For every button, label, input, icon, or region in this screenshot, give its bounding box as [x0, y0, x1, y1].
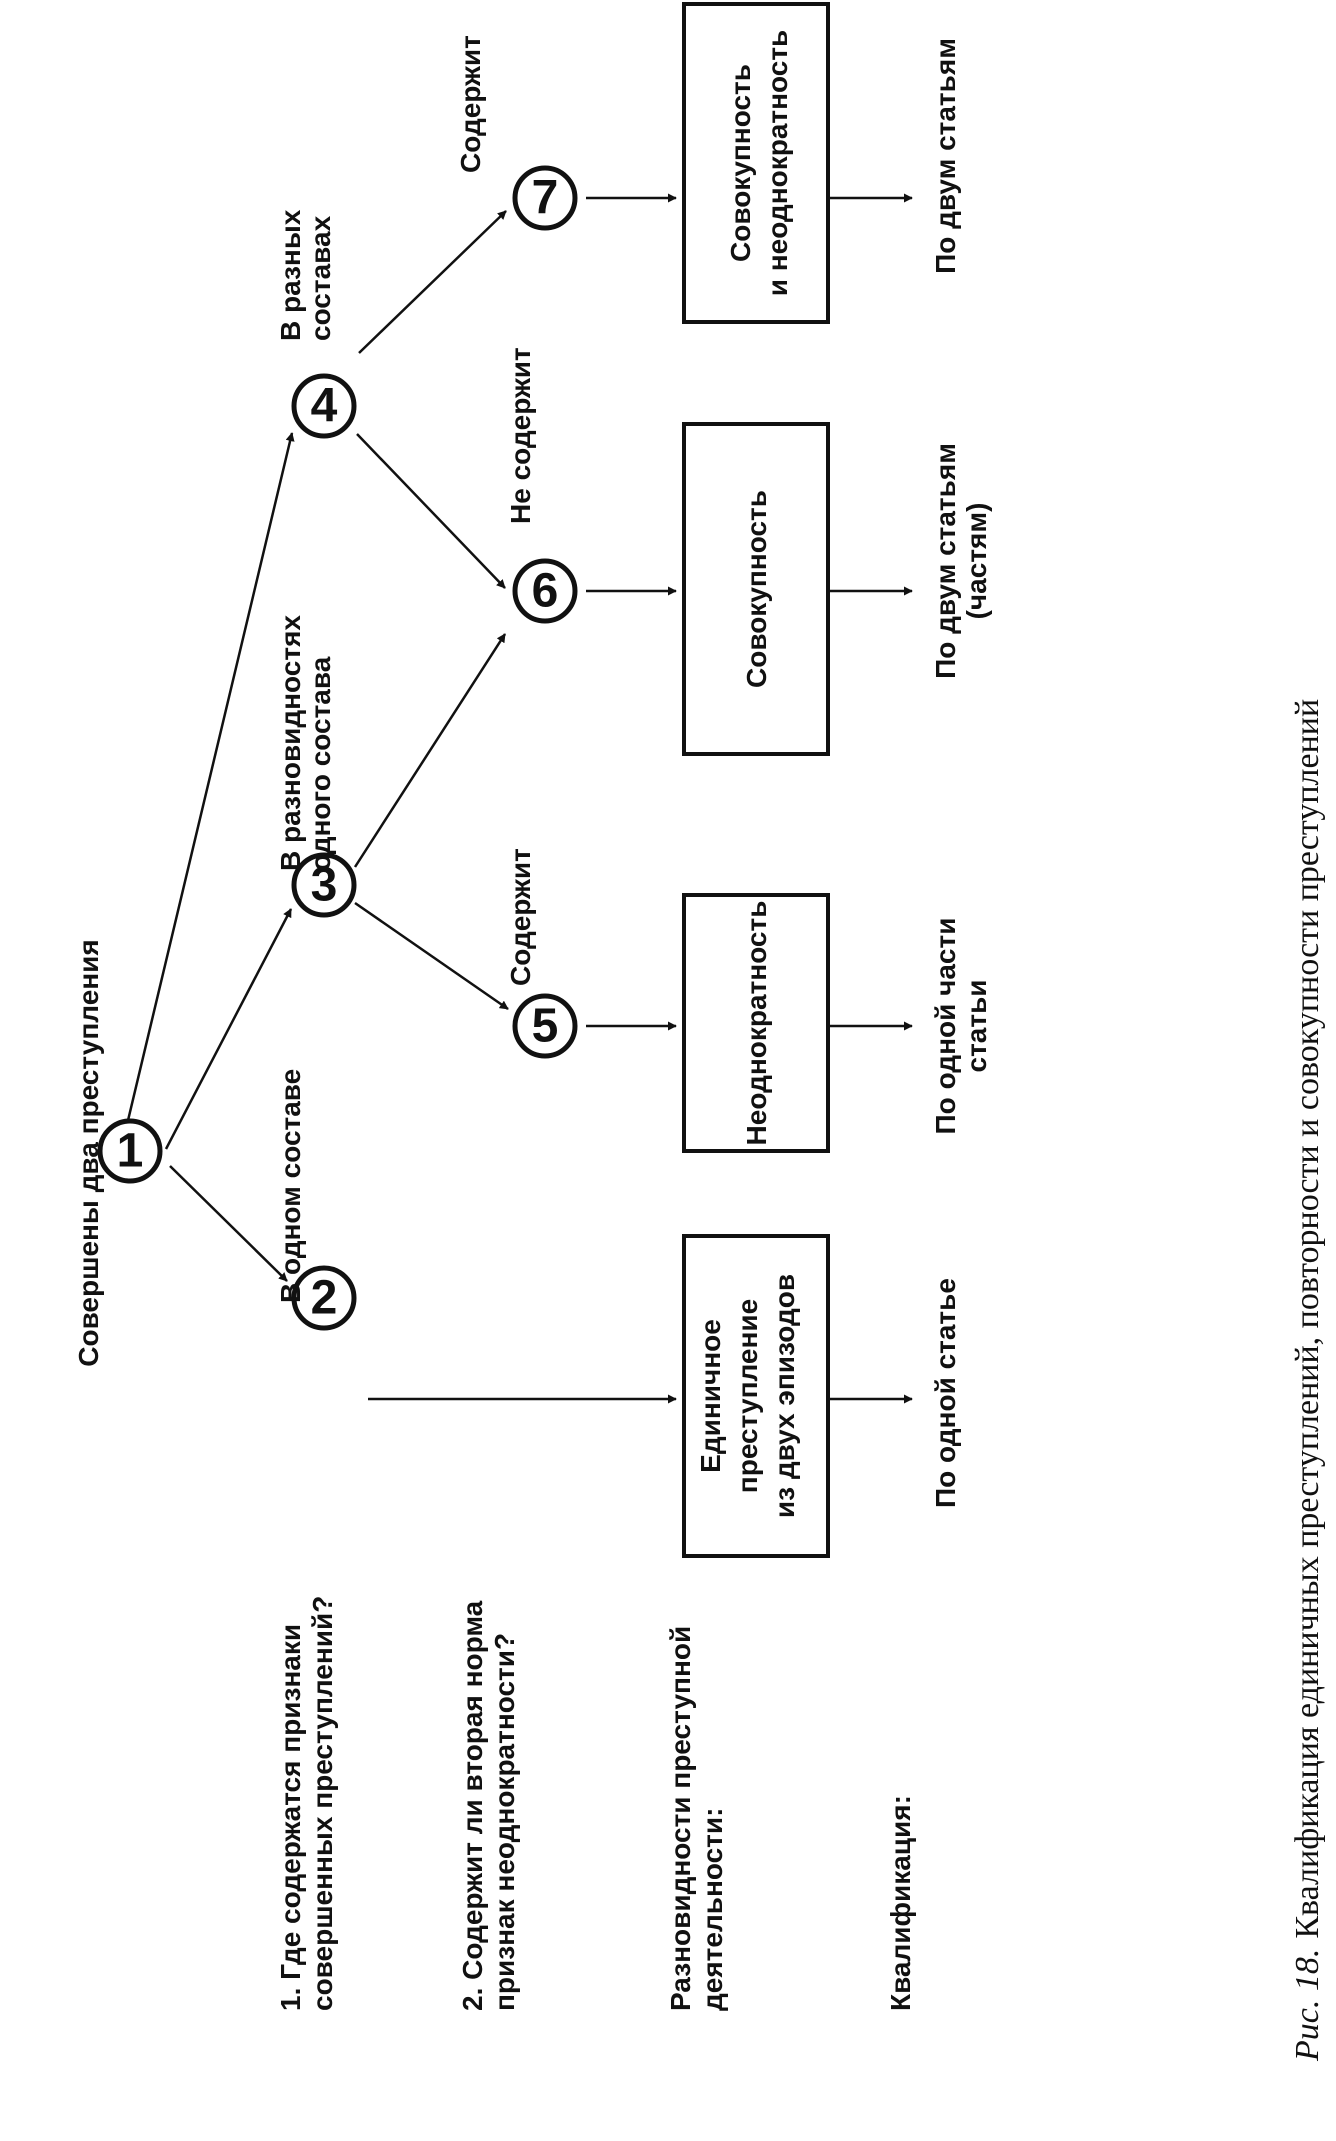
- svg-text:преступление: преступление: [732, 1299, 763, 1493]
- node-7: 7: [512, 165, 578, 231]
- edge-1-4: [123, 432, 295, 1134]
- label-contains-7: Содержит: [455, 35, 486, 173]
- svg-text:2: 2: [311, 1272, 338, 1325]
- question-1-line2: совершенных преступлений?: [307, 1596, 338, 2011]
- caption-label: Рис. 18.: [1289, 1949, 1326, 2062]
- node-3: 3: [291, 852, 357, 918]
- svg-text:из двух эпизодов: из двух эпизодов: [769, 1274, 800, 1518]
- label-different-line2: составах: [305, 215, 336, 341]
- question-2-line1: 2. Содержит ли вторая норма: [457, 1600, 488, 2011]
- svg-text:4: 4: [311, 380, 338, 433]
- node-4: 4: [291, 373, 357, 439]
- svg-text:7: 7: [532, 172, 559, 225]
- qual-two-articles-parts-line2: (частям): [961, 503, 992, 620]
- node-5: 5: [512, 993, 578, 1059]
- caption-text: Квалификация единичных преступлений, пов…: [1289, 699, 1326, 1939]
- svg-text:и неоднократность: и неоднократность: [762, 30, 793, 297]
- label-one-composition: В одном составе: [275, 1069, 306, 1303]
- label-not-contains-6: Не содержит: [505, 347, 536, 524]
- qual-one-article: По одной статье: [930, 1278, 961, 1508]
- label-varieties-line1: В разновидностях: [275, 615, 306, 871]
- svg-text:Неоднократность: Неоднократность: [741, 901, 772, 1146]
- node-2: 2: [291, 1265, 357, 1331]
- question-1-line1: 1. Где содержатся признаки: [275, 1624, 306, 2011]
- varieties-label-line2: деятельности:: [697, 1808, 728, 2011]
- edge-1-3: [164, 908, 293, 1150]
- qual-one-part-line2: статьи: [961, 980, 992, 1073]
- box-single-crime: Единичное преступление из двух эпизодов: [682, 1234, 830, 1558]
- edge-3-6: [353, 633, 507, 868]
- svg-text:5: 5: [532, 1000, 559, 1053]
- edge-4-6: [356, 433, 506, 589]
- label-varieties-line2: одного состава: [305, 656, 336, 871]
- node-1: 1: [97, 1118, 163, 1184]
- node-6: 6: [512, 558, 578, 624]
- svg-text:Совокупность: Совокупность: [741, 490, 772, 688]
- qualification-label: Квалификация:: [885, 1795, 916, 2011]
- svg-text:Совокупность: Совокупность: [725, 64, 756, 262]
- question-2-line2: признак неоднократности?: [489, 1633, 520, 2011]
- svg-text:3: 3: [311, 859, 338, 912]
- label-different-line1: В разных: [275, 209, 306, 341]
- qual-one-part-line1: По одной части: [930, 918, 961, 1135]
- figure-caption: Рис. 18. Квалификация единичных преступле…: [1289, 699, 1326, 2062]
- diagram-title: Совершены два преступления: [73, 939, 104, 1366]
- edge-4-7: [358, 210, 507, 354]
- qual-two-articles-parts-line1: По двум статьям: [930, 443, 961, 679]
- box-aggregate-repetition: Совокупность и неоднократность: [682, 2, 830, 324]
- svg-text:1: 1: [117, 1125, 144, 1178]
- svg-text:Единичное: Единичное: [695, 1319, 726, 1473]
- edge-3-5: [354, 901, 509, 1011]
- box-aggregate: Совокупность: [682, 422, 830, 756]
- svg-text:6: 6: [532, 565, 559, 618]
- label-contains-5: Содержит: [505, 848, 536, 986]
- edge-1-2: [169, 1165, 288, 1282]
- box-repetition: Неоднократность: [682, 893, 830, 1153]
- qual-two-articles: По двум статьям: [930, 38, 961, 274]
- varieties-label-line1: Разновидности преступной: [665, 1626, 696, 2011]
